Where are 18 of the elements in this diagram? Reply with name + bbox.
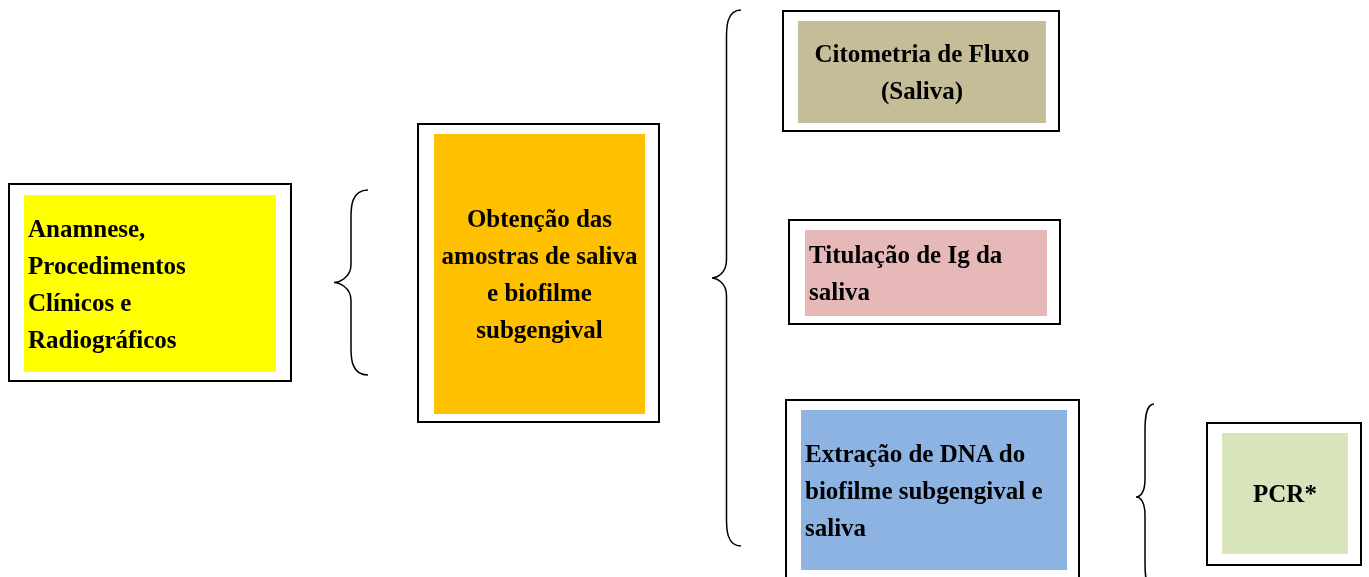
process-box — [801, 410, 1067, 570]
outer-frame-box — [8, 183, 292, 382]
process-box — [1222, 433, 1348, 554]
box-label: Anamnese, Procedimentos Clínicos e Radiográficos — [28, 213, 187, 355]
outer-frame-box — [1206, 422, 1362, 566]
process-box — [434, 134, 645, 414]
box-label: Obtenção das amostras de saliva e biofilme subgengival — [440, 204, 639, 345]
process-box — [24, 195, 276, 372]
outer-frame-box — [785, 399, 1080, 577]
box-label: Extração de DNA do biofilme subgengival e saliva — [805, 438, 1044, 543]
box-label: Titulação de Ig da saliva — [809, 240, 1004, 307]
outer-frame-box — [417, 123, 660, 423]
outer-frame-box — [788, 219, 1061, 325]
box-label: Citometria de Fluxo (Saliva) — [813, 39, 1031, 107]
process-box — [805, 230, 1047, 316]
box-label: PCR* — [1253, 479, 1317, 509]
outer-frame-box — [782, 10, 1060, 132]
process-box — [798, 21, 1046, 123]
